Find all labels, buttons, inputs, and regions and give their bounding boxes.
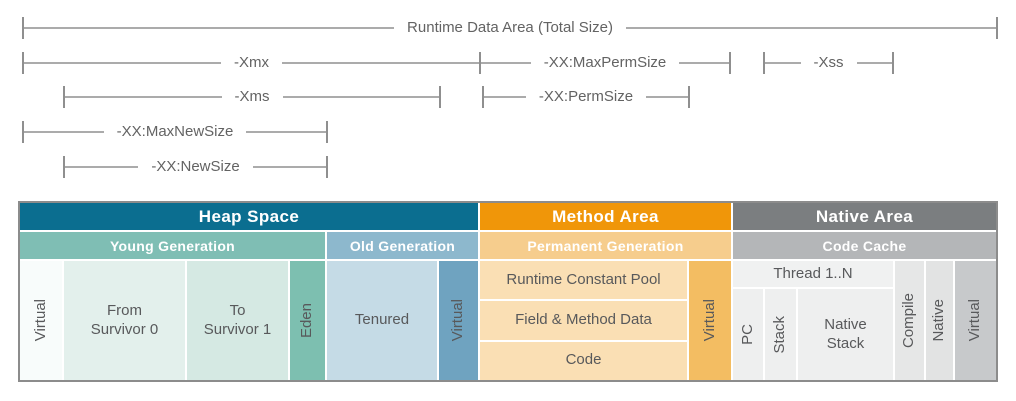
cell-from-survivor-0: From Survivor 0 — [64, 261, 185, 380]
cell-runtime-constant-pool: Runtime Constant Pool — [480, 261, 687, 300]
measure-row-new: -XX:NewSize — [0, 156, 1016, 178]
measure-xms: -Xms — [63, 86, 441, 108]
cell-code: Code — [480, 341, 687, 380]
cell-to-survivor-1: To Survivor 1 — [187, 261, 288, 380]
measure-xss: -Xss — [763, 52, 894, 74]
measure-line — [856, 62, 892, 64]
measure-new-size: -XX:NewSize — [63, 156, 329, 178]
young-generation-header: Young Generation — [20, 232, 325, 259]
measure-left-tick — [479, 52, 481, 74]
measure-label-xms: -Xms — [234, 88, 270, 105]
cell-label: Virtual — [966, 299, 984, 342]
cell-tenured: Tenured — [327, 261, 437, 380]
measure-right-tick — [729, 52, 731, 74]
cell-label: Compile — [900, 292, 918, 349]
measure-left-tick — [763, 52, 765, 74]
measure-row-max-new: -XX:MaxNewSize — [0, 121, 1016, 143]
group-young-generation: Young Generation Virtual From Survivor 0… — [20, 232, 325, 380]
measure-line — [282, 62, 479, 64]
measure-row-current: -Xms -XX:PermSize — [0, 86, 1016, 108]
measure-label-total: Runtime Data Area (Total Size) — [407, 19, 613, 36]
cell-native-stack: Native Stack — [798, 289, 893, 380]
group-old-generation: Old Generation Tenured Virtual — [327, 232, 478, 380]
old-generation-header: Old Generation — [327, 232, 478, 259]
cell-label: Eden — [298, 302, 316, 339]
cell-label: PC — [738, 324, 756, 345]
measure-label-xmx: -Xmx — [234, 54, 269, 71]
measure-label-new-size: -XX:NewSize — [151, 158, 240, 175]
measure-line — [625, 27, 997, 29]
measure-right-tick — [996, 17, 999, 39]
measure-right-tick — [439, 86, 441, 108]
measure-max-new-size: -XX:MaxNewSize — [22, 121, 329, 143]
measure-right-tick — [892, 52, 894, 74]
measure-left-tick — [22, 17, 24, 39]
cell-label: Native — [930, 299, 948, 342]
section-heap-space: Heap Space Young Generation Virtual From… — [20, 203, 478, 380]
measure-label-xss: -Xss — [813, 54, 844, 71]
measure-left-tick — [22, 121, 24, 143]
cell-compile: Compile — [895, 261, 924, 380]
cell-native-virtual: Virtual — [955, 261, 996, 380]
code-cache-header: Code Cache — [733, 232, 996, 259]
section-native-area: Native Area Code Cache Thread 1..N PC St… — [733, 203, 996, 380]
group-permanent-generation-cells: Runtime Constant Pool Field & Method Dat… — [480, 261, 687, 380]
measure-max-perm-size: -XX:MaxPermSize — [479, 52, 731, 74]
measure-row-max: -Xmx -XX:MaxPermSize -Xss — [0, 52, 1016, 74]
section-method-area: Method Area Permanent Generation Runtime… — [480, 203, 731, 380]
measure-line — [24, 131, 104, 133]
cell-label: Stack — [771, 315, 789, 354]
measure-right-tick — [688, 86, 691, 108]
cell-label: Virtual — [700, 299, 718, 342]
measure-right-tick — [326, 121, 329, 143]
measure-left-tick — [482, 86, 484, 108]
measure-line — [246, 131, 327, 133]
measure-xmx: -Xmx — [22, 52, 481, 74]
measure-total-size: Runtime Data Area (Total Size) — [22, 17, 999, 39]
method-area-header: Method Area — [480, 203, 731, 230]
cell-thread-1-n: Thread 1..N — [733, 261, 893, 287]
measure-line — [765, 62, 801, 64]
measure-line — [65, 96, 222, 98]
measure-label-max-new-size: -XX:MaxNewSize — [116, 123, 234, 140]
native-area-header: Native Area — [733, 203, 996, 230]
permanent-generation-header: Permanent Generation — [480, 232, 731, 259]
cell-pc: PC — [733, 289, 763, 380]
measure-left-tick — [63, 86, 65, 108]
cell-field-method-data: Field & Method Data — [480, 301, 687, 340]
measure-line — [646, 96, 689, 98]
heap-space-header: Heap Space — [20, 203, 478, 230]
measure-perm-size: -XX:PermSize — [482, 86, 691, 108]
measure-right-tick — [326, 156, 329, 178]
cell-label: Virtual — [449, 299, 467, 342]
measure-line — [252, 166, 327, 168]
measure-line — [679, 62, 729, 64]
cell-native: Native — [926, 261, 953, 380]
measure-line — [481, 62, 531, 64]
cell-label: Virtual — [31, 299, 49, 342]
measure-label-perm-size: -XX:PermSize — [538, 88, 634, 105]
group-threads: Thread 1..N PC Stack Native Stack — [733, 261, 893, 380]
cell-eden: Eden — [290, 261, 325, 380]
measure-line — [65, 166, 139, 168]
measure-label-max-perm-size: -XX:MaxPermSize — [543, 54, 667, 71]
cell-old-virtual: Virtual — [439, 261, 478, 380]
measure-left-tick — [22, 52, 24, 74]
measure-left-tick — [63, 156, 65, 178]
cell-method-virtual: Virtual — [689, 261, 731, 380]
measure-line — [24, 27, 395, 29]
cell-stack: Stack — [765, 289, 796, 380]
measure-line — [484, 96, 526, 98]
measure-row-total: Runtime Data Area (Total Size) — [0, 17, 1016, 39]
measure-line — [24, 62, 221, 64]
cell-young-virtual: Virtual — [20, 261, 62, 380]
measure-line — [282, 96, 439, 98]
memory-table: Heap Space Young Generation Virtual From… — [18, 201, 998, 382]
